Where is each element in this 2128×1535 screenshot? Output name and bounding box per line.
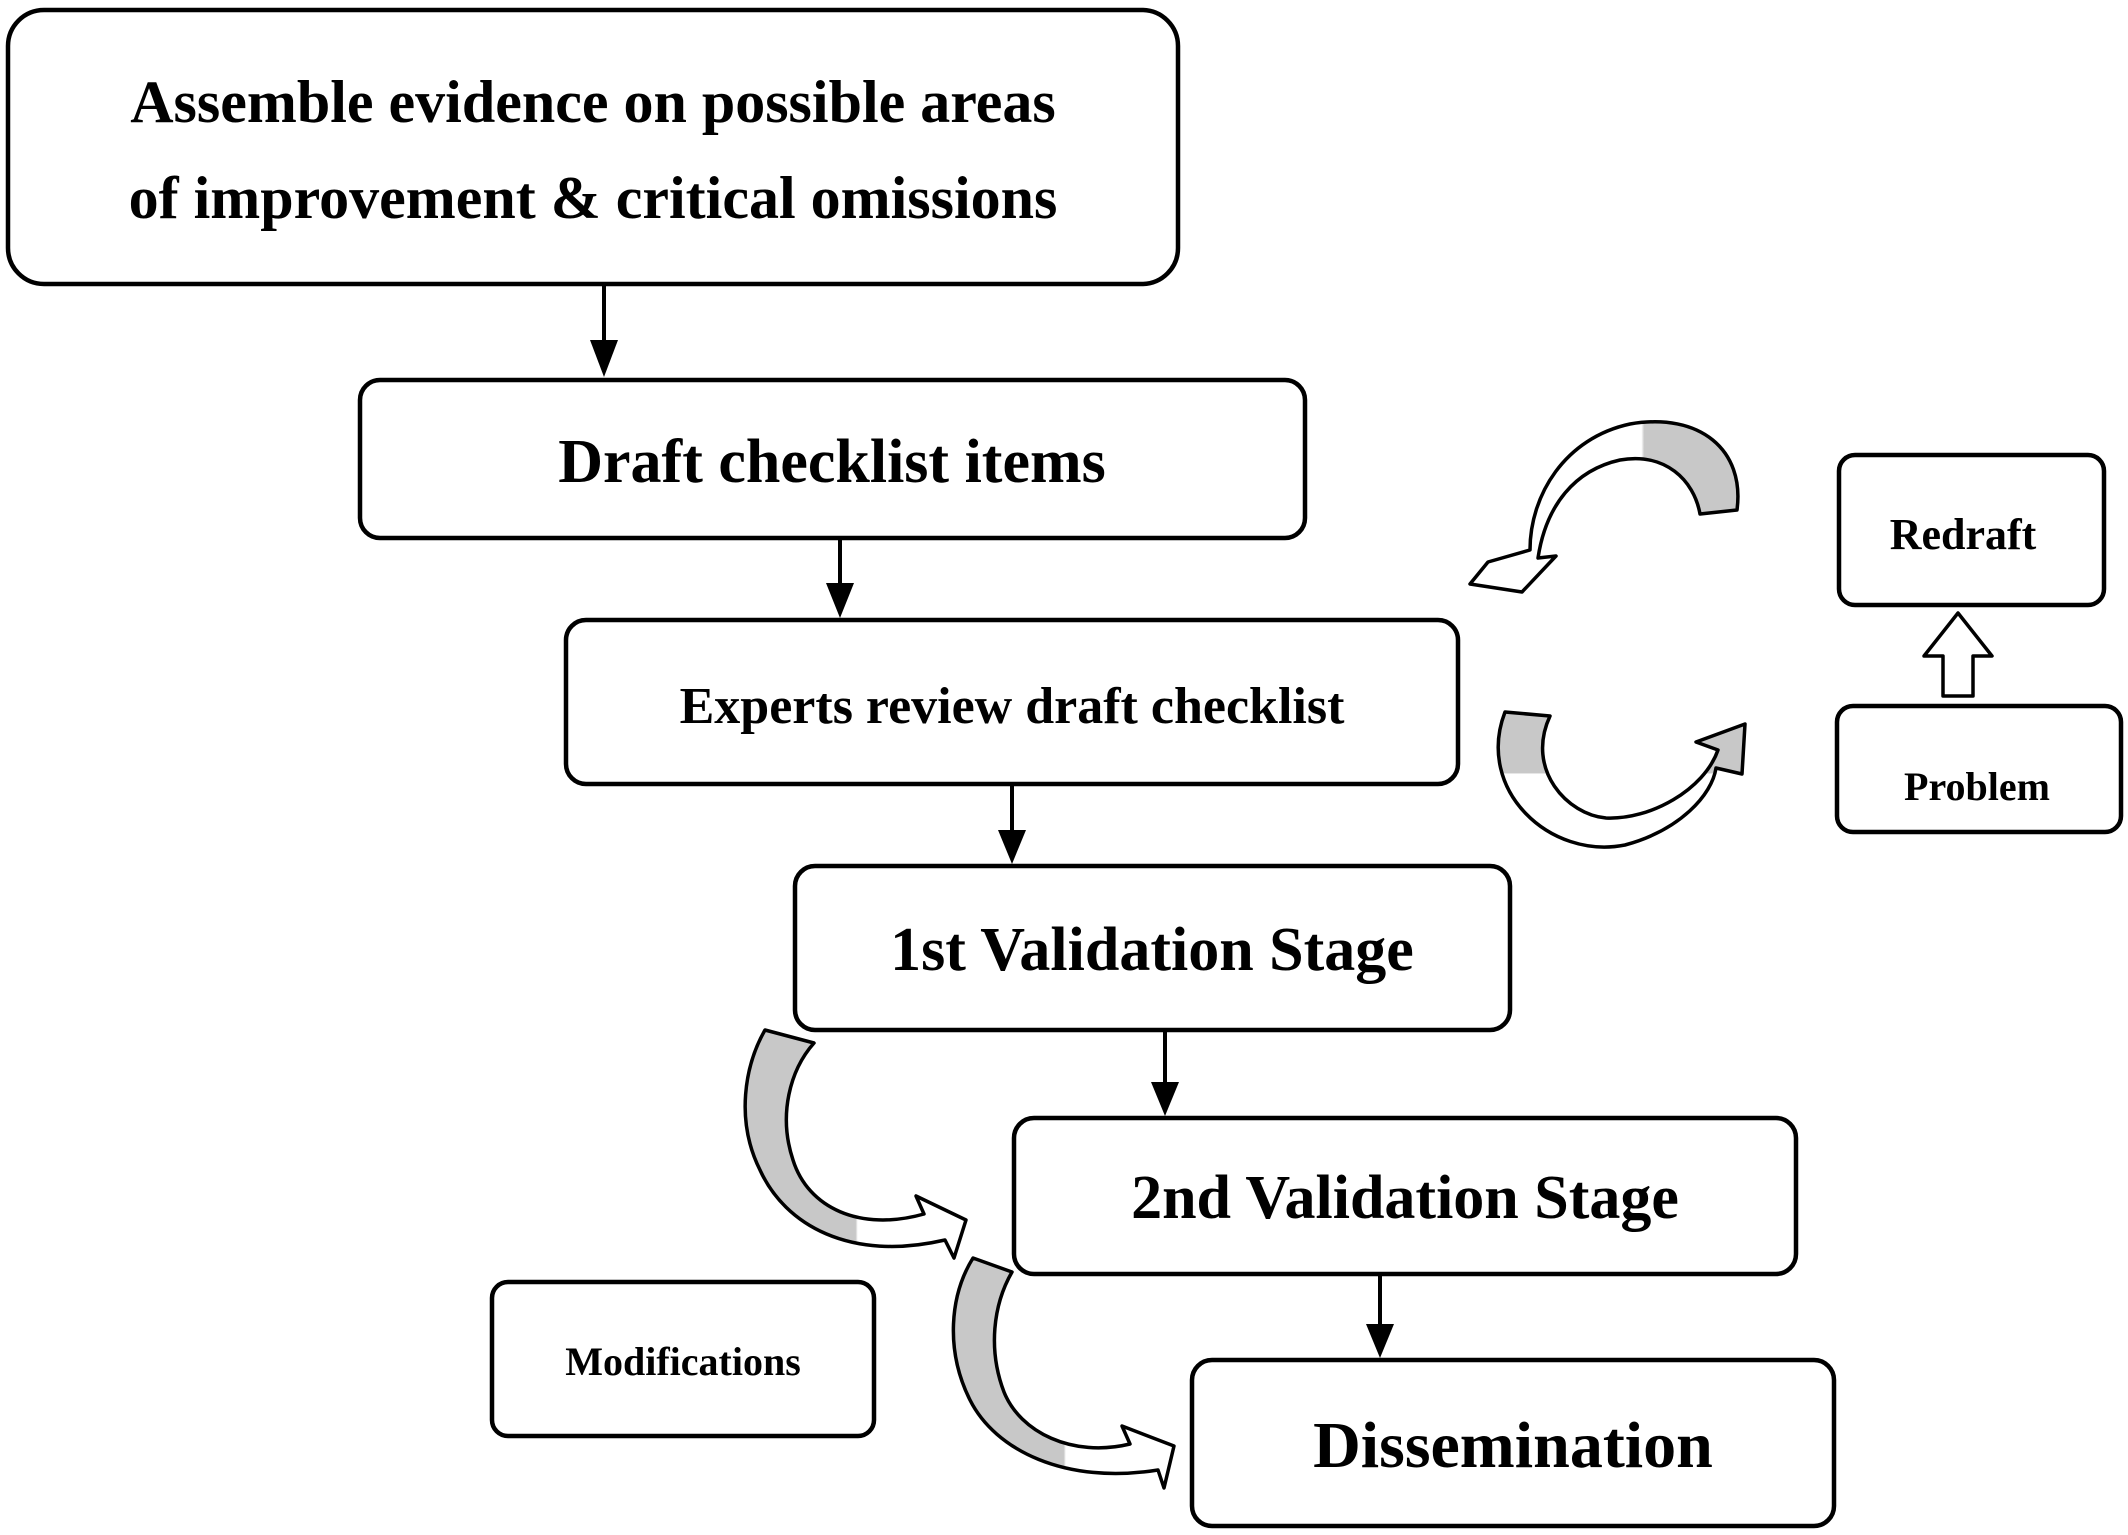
curved-arrow-stage2-dissemination bbox=[951, 1256, 1176, 1490]
arrow-assemble-to-draft bbox=[590, 286, 618, 377]
first-validation-box: 1st Validation Stage bbox=[792, 863, 1513, 1033]
arrow-stage2-to-dissemination bbox=[1366, 1276, 1394, 1358]
dissemination-label: Dissemination bbox=[1313, 1409, 1713, 1482]
first-validation-label: 1st Validation Stage bbox=[890, 916, 1414, 984]
draft-checklist-label: Draft checklist items bbox=[558, 428, 1106, 496]
second-validation-box: 2nd Validation Stage bbox=[1011, 1115, 1799, 1277]
assemble-evidence-line2: of improvement & critical omissions bbox=[129, 165, 1058, 231]
redraft-label: Redraft bbox=[1890, 510, 2037, 559]
curved-arrow-stage1-modifications bbox=[743, 1028, 968, 1260]
arrow-review-to-stage1 bbox=[998, 786, 1026, 864]
problem-box: Problem bbox=[1834, 703, 2124, 835]
arrow-problem-to-redraft bbox=[1922, 611, 1994, 698]
draft-checklist-box: Draft checklist items bbox=[357, 377, 1308, 541]
assemble-evidence-box: Assemble evidence on possible areas of i… bbox=[5, 7, 1181, 287]
redraft-box: Redraft bbox=[1836, 452, 2107, 608]
curved-arrow-redraft-to-review bbox=[1468, 420, 1740, 594]
dissemination-box: Dissemination bbox=[1189, 1357, 1837, 1529]
experts-review-label: Experts review draft checklist bbox=[680, 678, 1345, 735]
second-validation-label: 2nd Validation Stage bbox=[1131, 1164, 1679, 1232]
experts-review-box: Experts review draft checklist bbox=[563, 617, 1461, 787]
problem-label: Problem bbox=[1904, 764, 2050, 809]
modifications-box: Modifications bbox=[489, 1279, 877, 1439]
arrow-stage1-to-stage2 bbox=[1151, 1032, 1179, 1116]
arrow-draft-to-review bbox=[826, 540, 854, 618]
assemble-evidence-line1: Assemble evidence on possible areas bbox=[130, 69, 1056, 135]
modifications-label: Modifications bbox=[565, 1339, 801, 1384]
curved-arrow-review-to-problem bbox=[1496, 710, 1747, 849]
